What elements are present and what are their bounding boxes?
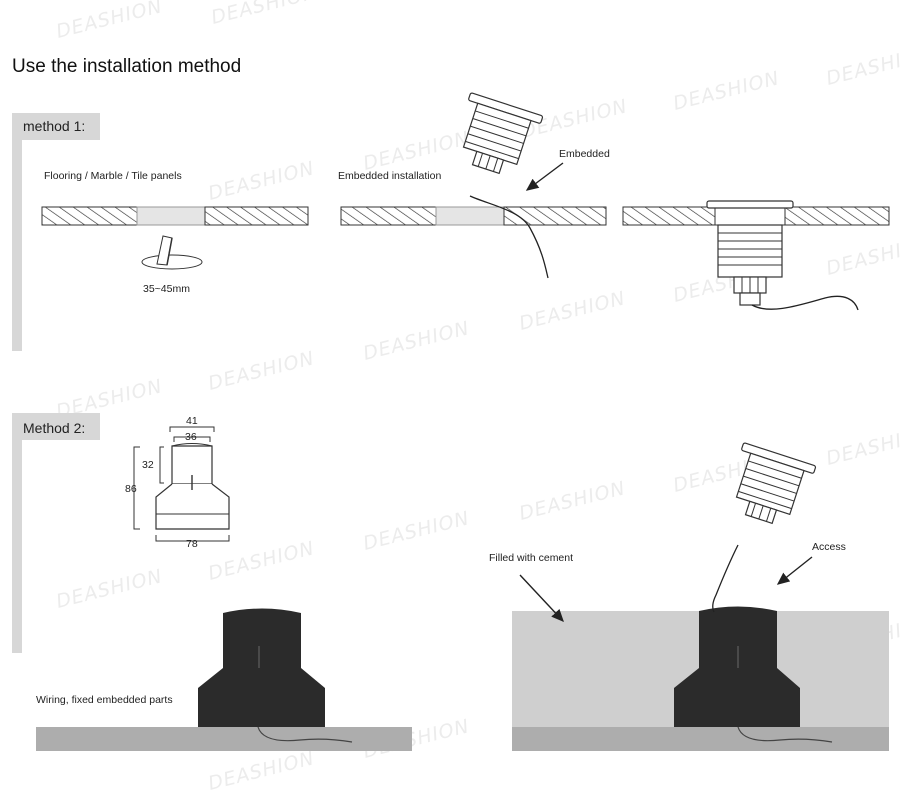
method1-label: method 1: bbox=[23, 118, 86, 134]
cable bbox=[257, 726, 353, 743]
floor-panel-3 bbox=[622, 206, 890, 226]
embedded-sleeve-right bbox=[674, 606, 800, 727]
access-arrow bbox=[776, 556, 813, 585]
cable bbox=[469, 195, 549, 279]
hole-size-label: 35~45mm bbox=[143, 283, 190, 295]
cement-label: Filled with cement bbox=[489, 552, 574, 564]
dim-top-outer: 41 bbox=[186, 415, 198, 427]
method2-sidebar-top bbox=[12, 413, 100, 440]
cement-arrow bbox=[519, 574, 564, 623]
dimension-drawing bbox=[133, 426, 230, 542]
dim-neck: 32 bbox=[142, 459, 154, 471]
dim-top-inner: 36 bbox=[185, 431, 197, 443]
flooring-label: Flooring / Marble / Tile panels bbox=[44, 170, 182, 182]
dim-base: 78 bbox=[186, 538, 198, 550]
floor-panel-1 bbox=[41, 206, 309, 226]
ground bbox=[512, 727, 889, 751]
floor-panel-2 bbox=[340, 206, 607, 226]
ground bbox=[36, 727, 412, 751]
embedded-installation-label: Embedded installation bbox=[338, 170, 442, 182]
method2-sidebar bbox=[12, 413, 22, 653]
method1-sidebar bbox=[12, 113, 22, 351]
drill-hole-icon bbox=[141, 235, 203, 270]
embedded-arrow-label: Embedded bbox=[559, 148, 610, 160]
cable bbox=[712, 544, 739, 613]
page-title: Use the installation method bbox=[12, 56, 242, 77]
embedded-arrow bbox=[525, 162, 564, 191]
cable bbox=[751, 295, 859, 311]
method1-sidebar-top bbox=[12, 113, 100, 140]
wiring-label: Wiring, fixed embedded parts bbox=[36, 694, 173, 706]
access-label: Access bbox=[812, 541, 846, 553]
cable bbox=[737, 726, 833, 743]
dim-height: 86 bbox=[125, 483, 137, 495]
lamp-installed-icon bbox=[706, 200, 794, 306]
method2-label: Method 2: bbox=[23, 420, 86, 436]
lamp-access-icon bbox=[735, 442, 817, 525]
lamp-tilted-icon bbox=[462, 92, 544, 175]
embedded-sleeve-left bbox=[198, 608, 325, 727]
